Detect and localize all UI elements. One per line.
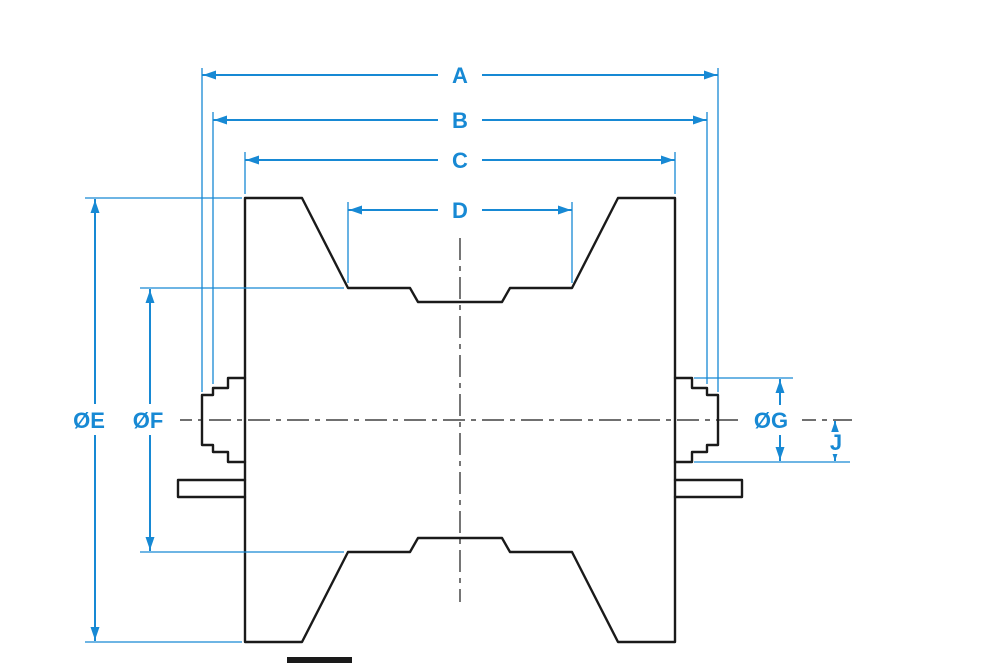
label-background (740, 405, 802, 435)
dimension-label-d: D (452, 198, 468, 223)
dimension-f: ØF (116, 287, 344, 553)
centerlines (92, 238, 852, 602)
dimension-label-e: ØE (73, 408, 105, 433)
dimension-label-b: B (452, 108, 468, 133)
label-background (438, 195, 482, 224)
right-hub-collar (673, 376, 720, 464)
dimension-c: C (244, 145, 676, 194)
arrowhead-left (214, 115, 227, 125)
arrowhead-top (90, 200, 100, 213)
label-background (823, 432, 849, 454)
section-mark (287, 657, 352, 663)
right-mounting-tab (673, 478, 744, 499)
arrowhead-left (349, 205, 362, 215)
dimension-g: ØG (694, 377, 850, 463)
dimension-e: ØE (56, 197, 242, 643)
label-background (56, 404, 122, 435)
arrowhead-left (203, 70, 216, 80)
label-background (438, 145, 482, 174)
dimension-j: J (823, 421, 849, 461)
arrowhead-left (246, 155, 259, 165)
label-background (116, 404, 180, 435)
dimension-label-c: C (452, 148, 468, 173)
dimension-label-j: J (830, 430, 842, 455)
dimension-label-f: ØF (133, 408, 164, 433)
dimension-d: D (347, 195, 573, 283)
arrowhead-bottom (90, 627, 100, 640)
arrowhead-bottom (145, 537, 155, 550)
arrowhead-right (693, 115, 706, 125)
arrowhead-bottom (775, 447, 785, 460)
left-mounting-tab (176, 478, 247, 499)
arrowhead-right (558, 205, 571, 215)
roller-outline (176, 196, 744, 663)
label-background (438, 105, 482, 134)
arrowhead-right (704, 70, 717, 80)
dimension-a: A (201, 60, 719, 392)
roller-body-profile (243, 196, 677, 644)
arrowhead-top (830, 421, 840, 434)
arrowhead-top (145, 290, 155, 303)
dimension-label-a: A (452, 63, 468, 88)
arrowhead-right (661, 155, 674, 165)
dimension-b: B (212, 105, 708, 384)
dimension-label-g: ØG (754, 408, 788, 433)
left-hub-collar (200, 376, 247, 464)
arrowhead-top (775, 380, 785, 393)
label-background (438, 60, 482, 89)
